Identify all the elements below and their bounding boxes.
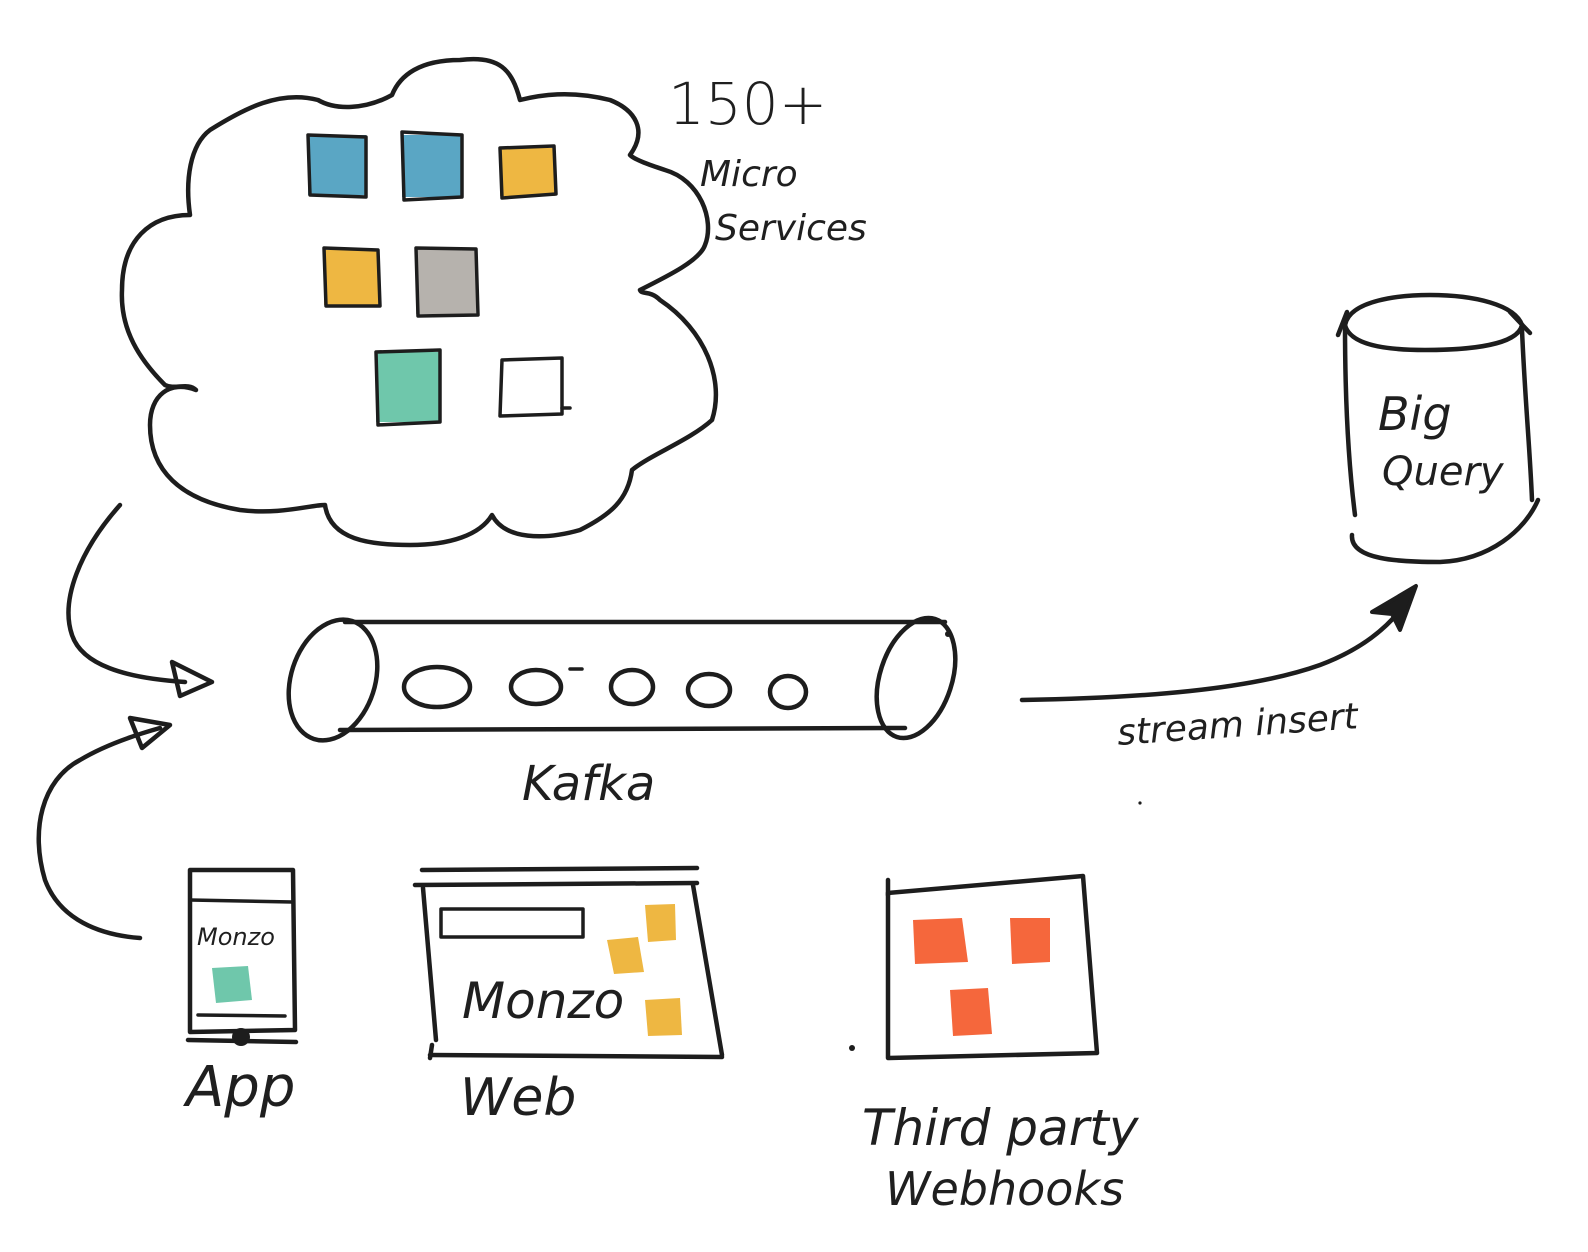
queue-message-white (767, 673, 809, 711)
webhook-card-2 (1010, 918, 1050, 964)
service-icon-teal (374, 348, 442, 427)
bigquery-line2: Query (1382, 449, 1505, 495)
services-count: 150+ (668, 70, 827, 138)
service-icon-blue-1 (306, 133, 368, 199)
service-icon-yellow-2 (322, 246, 382, 308)
bigquery-cylinder: Big Query (1335, 292, 1541, 565)
source-third-line2: Webhooks (885, 1162, 1124, 1216)
app-screen-brand: Monzo (197, 923, 275, 951)
service-icon-gray (414, 246, 480, 318)
source-app-label: App (183, 1055, 295, 1120)
bigquery-line1: Big (1378, 387, 1452, 441)
kafka-label: Kafka (522, 756, 655, 812)
webhook-card-3 (950, 988, 992, 1036)
queue-message-orange-2 (685, 671, 733, 709)
third-party-webhooks: Third party Webhooks (849, 873, 1140, 1216)
source-third-line1: Third party (862, 1099, 1140, 1157)
services-line1: Micro (700, 154, 798, 195)
webhook-card-1 (913, 918, 968, 964)
service-icon-yellow-1 (498, 144, 558, 200)
queue-message-blue (401, 664, 473, 710)
app-device: Monzo App (183, 867, 299, 1120)
services-line2: Services (715, 208, 867, 249)
arrow-kafka-to-bigquery: stream insert (1019, 584, 1418, 754)
tube-cap-right (874, 615, 958, 741)
web-card-2 (607, 937, 644, 974)
web-screen-brand: Monzo (462, 972, 624, 1030)
queue-message-orange-1 (508, 667, 564, 707)
web-card-1 (645, 904, 676, 942)
app-screen-card (212, 966, 252, 1003)
web-card-3 (645, 998, 682, 1036)
service-icon-blue-2 (400, 130, 464, 202)
tube-cap-left (286, 617, 380, 743)
microservices-label: 150+ Micro Services (668, 70, 867, 249)
queue-message-yellow (608, 667, 656, 707)
arrow-services-to-kafka (66, 502, 215, 699)
microservices-cloud (119, 56, 719, 548)
source-web-label: Web (460, 1068, 576, 1128)
stream-insert-label: stream insert (1116, 696, 1361, 754)
web-browser: Monzo Web (412, 865, 725, 1128)
service-icon-white (498, 356, 572, 418)
kafka-queue: Kafka (286, 615, 958, 812)
arrow-app-to-kafka (36, 715, 173, 941)
web-search-bar (439, 907, 585, 939)
